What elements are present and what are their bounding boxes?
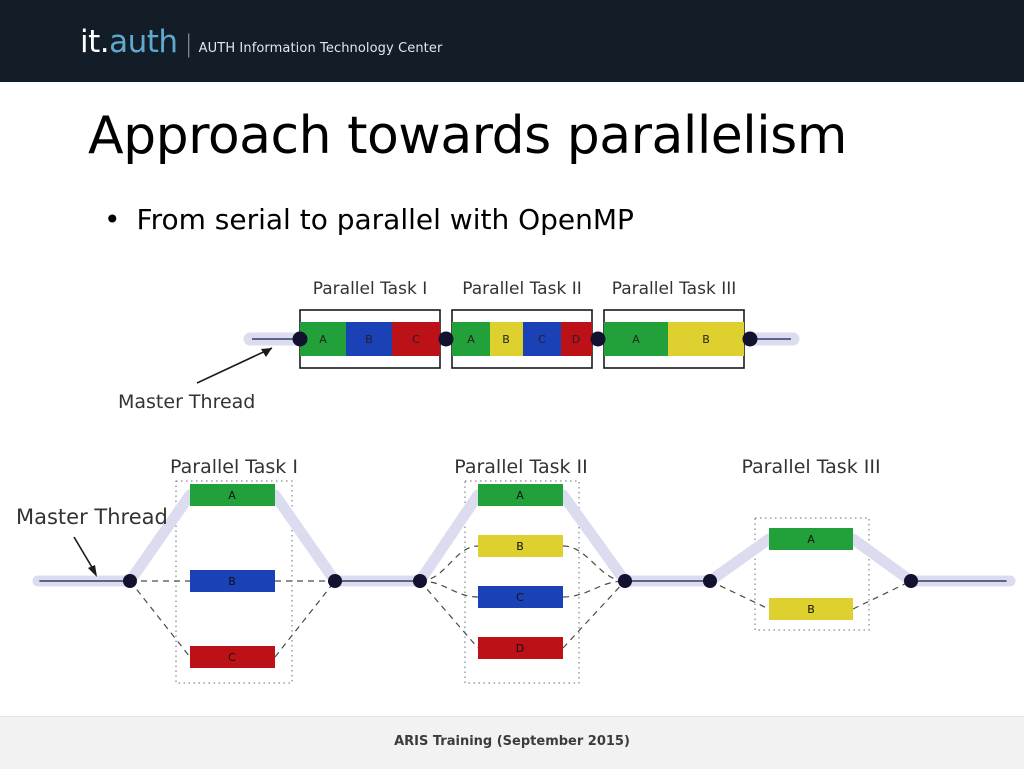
- diagram-svg: Parallel Task I Parallel Task II Paralle…: [16, 279, 1016, 684]
- bottom-master-thread-arrow-head: [88, 565, 97, 577]
- parallelism-diagram: Parallel Task I Parallel Task II Paralle…: [0, 258, 1024, 713]
- bottom-connectors-task-1: [129, 494, 336, 658]
- bottom-block-letter: A: [228, 489, 236, 502]
- top-task-box-3: A B: [603, 309, 745, 369]
- top-block-letter: B: [702, 333, 710, 346]
- top-master-thread-label: Master Thread: [118, 391, 255, 413]
- brand-subtitle: AUTH Information Technology Center: [198, 41, 443, 56]
- top-block-letter: D: [572, 333, 580, 346]
- top-join-node: [438, 331, 454, 347]
- top-task-label-2: Parallel Task II: [462, 279, 581, 299]
- bottom-join-node: [904, 574, 918, 588]
- bullet-list-item: • From serial to parallel with OpenMP: [104, 203, 634, 236]
- bottom-block-letter: C: [228, 651, 236, 664]
- bottom-fork-node: [123, 574, 137, 588]
- bottom-task-group-frame-2: [464, 480, 580, 684]
- bottom-task-1-boxes: A B C: [190, 484, 275, 668]
- brand-auth-text: auth: [109, 24, 178, 60]
- top-join-node: [292, 331, 308, 347]
- bottom-block-letter: B: [516, 540, 524, 553]
- bullet-item-label: From serial to parallel with OpenMP: [136, 203, 634, 236]
- top-task-box-2: A B C D: [451, 309, 593, 369]
- top-join-node: [742, 331, 758, 347]
- top-diagram-group: Parallel Task I Parallel Task II Paralle…: [118, 279, 800, 413]
- top-block-letter: A: [467, 333, 475, 346]
- bottom-join-node: [618, 574, 632, 588]
- bottom-task-group-frame-3: [754, 517, 870, 631]
- bottom-fork-node: [703, 574, 717, 588]
- top-block-letter: A: [632, 333, 640, 346]
- bottom-task-2-boxes: A B C D: [478, 484, 563, 659]
- top-block-letter: B: [365, 333, 373, 346]
- bottom-master-thread-label: Master Thread: [16, 505, 168, 529]
- top-task-box-1: A B C: [299, 309, 441, 369]
- page-title: Approach towards parallelism: [88, 106, 847, 166]
- footer-bar: ARIS Training (September 2015): [0, 716, 1024, 769]
- top-block-letter: B: [502, 333, 510, 346]
- top-task-label-1: Parallel Task I: [313, 279, 427, 299]
- bottom-join-node: [328, 574, 342, 588]
- bottom-block-letter: A: [807, 533, 815, 546]
- bottom-task-group-frame-1: [175, 480, 293, 684]
- top-block-letter: C: [412, 333, 420, 346]
- footer-text: ARIS Training (September 2015): [394, 734, 630, 749]
- bottom-block-letter: B: [807, 603, 815, 616]
- header-bar: it. auth | AUTH Information Technology C…: [0, 0, 1024, 82]
- bottom-task-label-3: Parallel Task III: [741, 456, 880, 478]
- bottom-task-3-boxes: A B: [769, 528, 853, 620]
- bottom-task-label-1: Parallel Task I: [170, 456, 298, 478]
- bottom-connectors-task-2: [419, 494, 626, 649]
- bottom-block-letter: D: [516, 642, 524, 655]
- top-join-node: [590, 331, 606, 347]
- top-master-thread-arrow-head: [261, 348, 272, 357]
- bottom-task-label-2: Parallel Task II: [454, 456, 588, 478]
- brand-it-text: it.: [80, 24, 110, 60]
- top-block-letter: A: [319, 333, 327, 346]
- bottom-fork-node: [413, 574, 427, 588]
- bullet-marker-icon: •: [104, 203, 121, 236]
- bottom-block-letter: C: [516, 591, 524, 604]
- brand-separator: |: [184, 30, 193, 58]
- brand-logo: it. auth | AUTH Information Technology C…: [80, 24, 442, 60]
- bottom-block-letter: A: [516, 489, 524, 502]
- bottom-block-letter: B: [228, 575, 236, 588]
- top-master-thread-arrow-line: [196, 347, 273, 384]
- top-task-label-3: Parallel Task III: [612, 279, 736, 299]
- bottom-diagram-group: Parallel Task I Parallel Task II Paralle…: [16, 456, 1016, 684]
- top-block-letter: C: [538, 333, 546, 346]
